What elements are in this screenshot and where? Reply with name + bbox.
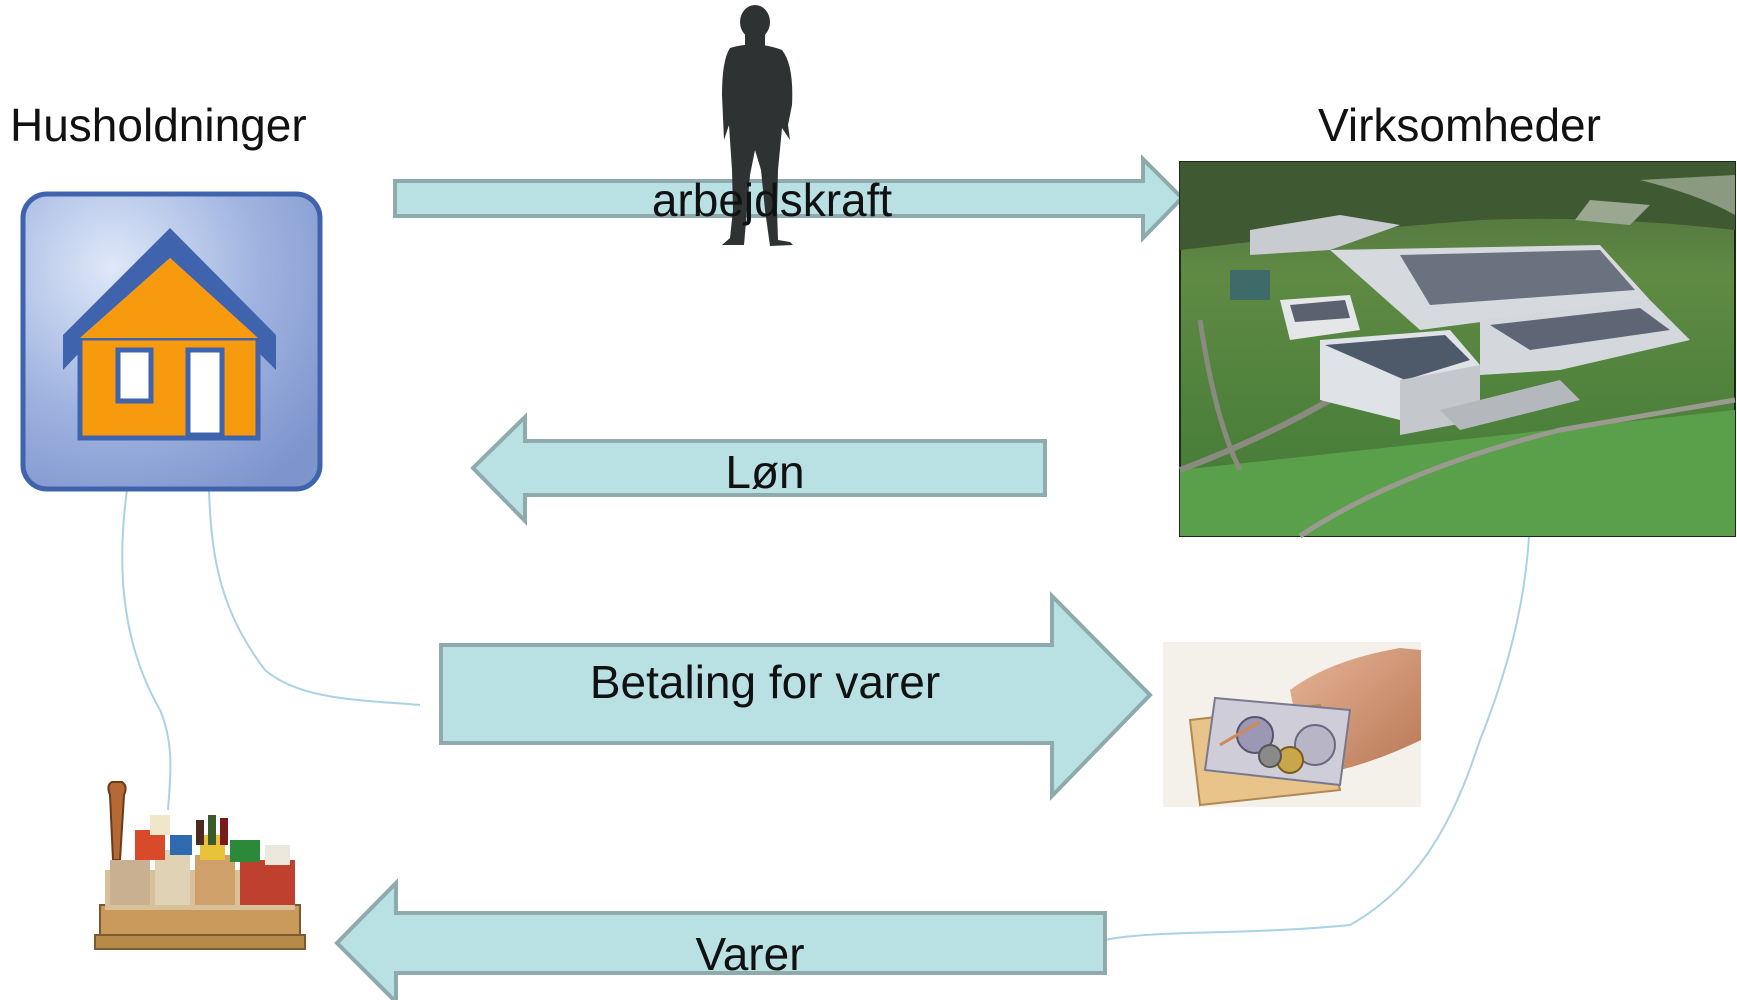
money-in-hand-photo xyxy=(1163,642,1421,807)
house-icon xyxy=(20,191,323,492)
wage-arrow xyxy=(470,412,1047,526)
firms-label: Virksomheder xyxy=(1318,99,1601,151)
payment-arrow-label: Betaling for varer xyxy=(589,656,941,708)
goods-arrow xyxy=(334,878,1107,1000)
person-silhouette-icon xyxy=(722,5,793,246)
goods-arrow-label: Varer xyxy=(695,928,805,980)
payment-arrow xyxy=(439,591,1153,801)
connector-lines xyxy=(121,457,1532,941)
factory-photo xyxy=(1178,161,1736,539)
connector-house-to-payment xyxy=(207,457,421,706)
labor-arrow-label: arbejdskraft xyxy=(651,174,893,226)
connector-house-to-goods xyxy=(121,469,172,811)
wage-arrow-label: Løn xyxy=(725,446,805,498)
connector-factory-to-goods xyxy=(1104,484,1532,941)
households-label: Husholdninger xyxy=(10,99,307,151)
labor-arrow xyxy=(393,154,1185,243)
goods-pallet-photo xyxy=(94,781,306,950)
